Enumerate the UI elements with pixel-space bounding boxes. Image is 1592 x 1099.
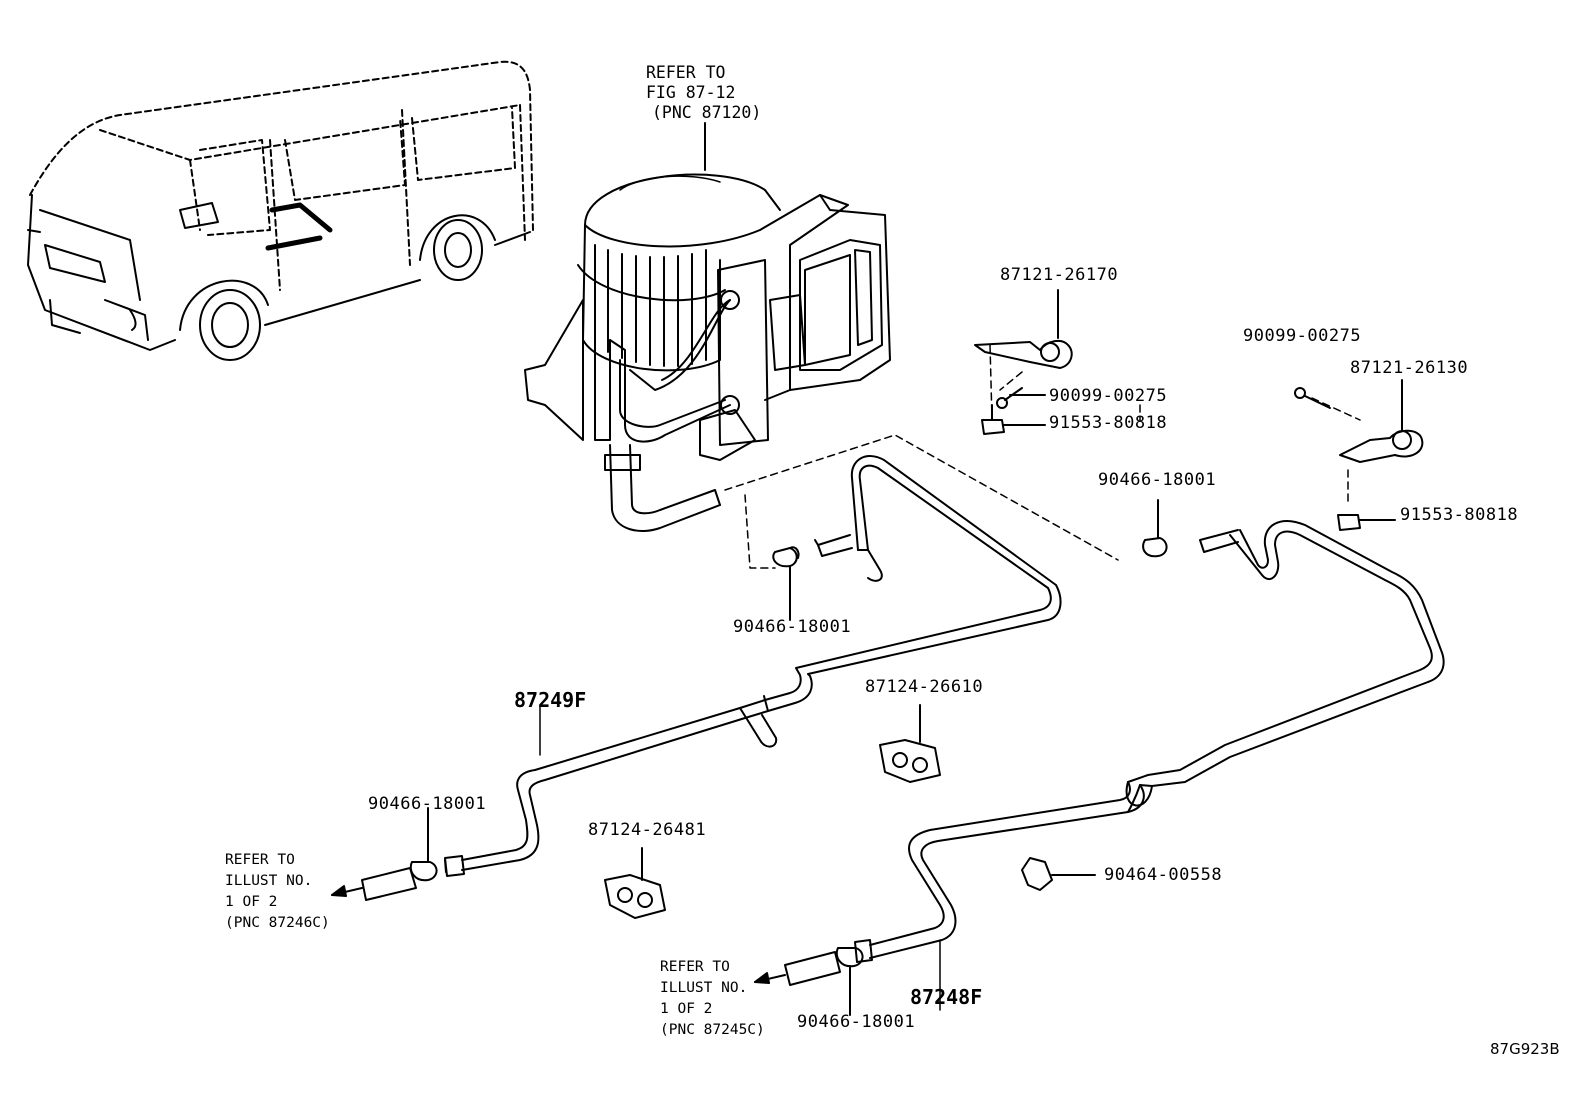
refer-line-3: 1 OF 2 (660, 1001, 713, 1017)
screw-upper (997, 388, 1045, 408)
van-illustration (28, 62, 533, 360)
clip-90466-left (411, 808, 437, 880)
screw-right (1295, 388, 1330, 408)
label-87249F: 87249F (514, 688, 587, 712)
label-87124-26610: 87124-26610 (865, 677, 984, 697)
hose-87248F (855, 521, 1444, 962)
heater-unit (525, 123, 890, 531)
label-87121-26130: 87121-26130 (1350, 358, 1469, 378)
arrow-left (332, 886, 362, 896)
label-90466-18001-left: 90466-18001 (368, 794, 487, 814)
refer-line-2: FIG 87-12 (646, 83, 736, 102)
refer-line-4: (PNC 87246C) (225, 915, 330, 931)
label-91553-80818-right: 91553-80818 (1400, 505, 1519, 525)
label-90466-18001-center: 90466-18001 (733, 617, 852, 637)
refer-line-1: REFER TO (646, 63, 726, 82)
hose-stub-left (362, 868, 416, 900)
label-87124-26481: 87124-26481 (588, 820, 707, 840)
label-87121-26170: 87121-26170 (1000, 265, 1119, 285)
label-90099-00275-upper: 90099-00275 (1049, 386, 1168, 406)
refer-line-1: REFER TO (660, 959, 730, 975)
clip-90466-center (773, 547, 798, 620)
clip-90466-right (1143, 500, 1166, 556)
label-90466-18001-bottom: 90466-18001 (797, 1012, 916, 1032)
label-87248F: 87248F (910, 985, 983, 1009)
refer-line-2: ILLUST NO. (660, 980, 748, 996)
refer-fig-top: REFER TO FIG 87-12 (PNC 87120) (646, 63, 761, 123)
bolt-upper (982, 405, 1045, 434)
refer-line-3: 1 OF 2 (225, 894, 278, 910)
hose-87249F (445, 456, 1061, 876)
refer-line-1: REFER TO (225, 852, 295, 868)
arrow-bottom (755, 973, 785, 983)
refer-illust-left: REFER TO ILLUST NO. 1 OF 2 (PNC 87246C) (225, 850, 330, 934)
refer-line-3: (PNC 87120) (652, 103, 762, 122)
label-90466-18001-right: 90466-18001 (1098, 470, 1217, 490)
refer-line-4: (PNC 87245C) (660, 1022, 765, 1038)
refer-illust-bottom: REFER TO ILLUST NO. 1 OF 2 (PNC 87245C) (660, 957, 765, 1041)
bracket-87121-26170 (975, 290, 1072, 368)
bracket-87121-26130 (1340, 380, 1422, 462)
clip-90466-bottom (837, 948, 863, 1015)
clamp-87124-26481 (605, 848, 665, 918)
label-90464-00558: 90464-00558 (1104, 865, 1223, 885)
clip-90464-00558 (1022, 858, 1095, 890)
refer-line-2: ILLUST NO. (225, 873, 313, 889)
label-90099-00275-right: 90099-00275 (1243, 326, 1362, 346)
label-91553-80818-upper: 91553-80818 (1049, 413, 1168, 433)
clamp-87124-26610 (880, 705, 940, 782)
hose-stub-bottom (785, 952, 840, 985)
figure-code: 87G923B (1490, 1040, 1560, 1058)
bolt-right (1338, 515, 1395, 530)
